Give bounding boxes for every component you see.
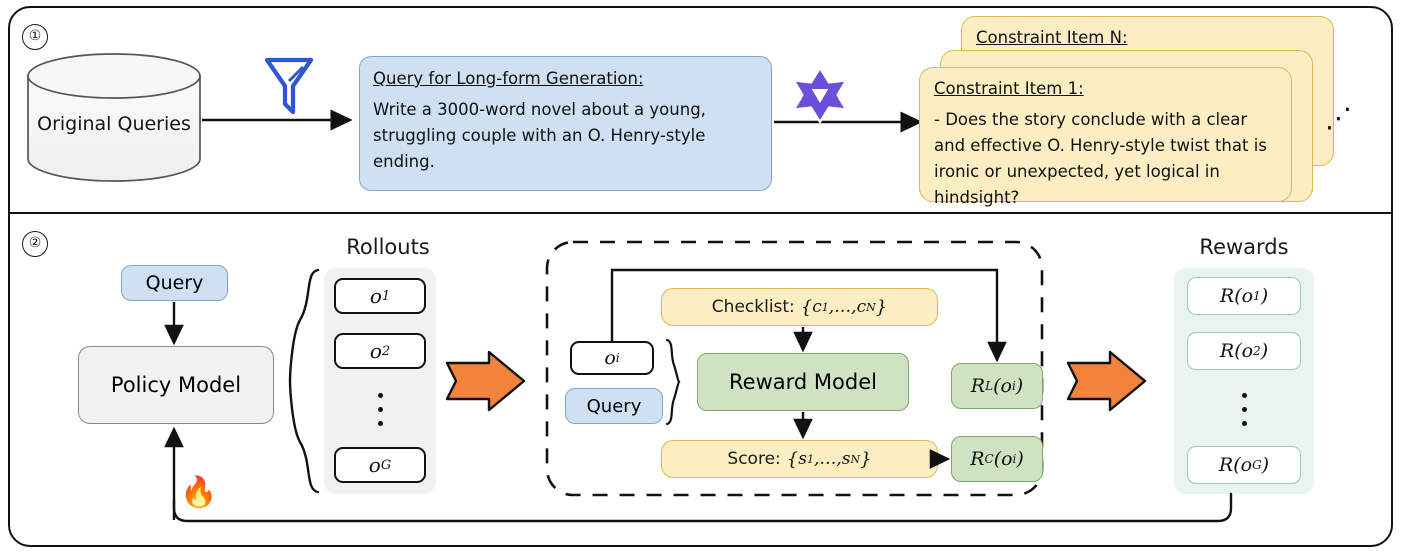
score-last: s: [841, 449, 851, 469]
rewards-title: Rewards: [1199, 235, 1289, 259]
r-l-arg-sub: i: [1011, 379, 1016, 393]
rollouts-title: Rollouts: [346, 235, 430, 259]
score-first: s: [798, 449, 807, 469]
r-l-arg-close: ): [1015, 375, 1024, 397]
score-label: Score:: [727, 449, 781, 469]
checklist-last-sub: N: [866, 300, 876, 314]
reward-item-1-sub: 1: [1253, 289, 1261, 303]
fire-icon: 🔥: [180, 475, 218, 510]
reward-input-output-sub: i: [615, 351, 620, 365]
reward-item-g-sub: G: [1252, 458, 1262, 472]
figure-outer-frame: [8, 6, 1393, 547]
reward-input-query-box: Query: [565, 388, 663, 424]
panel-2-number: ②: [22, 231, 48, 257]
rollout-item-2-base: o: [369, 339, 382, 363]
reward-item-1-base: R: [1219, 285, 1235, 307]
checklist-set-close: }: [875, 296, 888, 318]
database-label: Original Queries: [37, 113, 191, 135]
constraint-stack-ellipsis: ⋰: [1325, 103, 1352, 134]
r-c-arg-sub: i: [1012, 452, 1017, 466]
reward-item-1-close: ): [1260, 285, 1269, 307]
score-first-sub: 1: [806, 452, 814, 466]
rollout-item-1-sub: 1: [381, 288, 391, 304]
reward-item-2-sub: 2: [1253, 344, 1261, 358]
reward-item-1-arg: (o: [1234, 285, 1254, 307]
rollouts-ellipsis: [374, 381, 386, 437]
constraint-card-n-title: Constraint Item N:: [976, 28, 1128, 47]
rollout-item-g-base: o: [368, 453, 381, 477]
constraint-card-1-title: Constraint Item 1:: [934, 79, 1084, 98]
policy-query-box: Query: [121, 265, 228, 301]
rollout-item-2-sub: 2: [381, 343, 391, 359]
constraint-card-1-body: - Does the story conclude with a clear a…: [934, 110, 1267, 207]
r-c-sub: C: [984, 452, 994, 466]
score-last-sub: N: [850, 452, 861, 466]
rollout-item-g-sub: G: [380, 457, 392, 473]
reward-item-2-arg: (o: [1234, 340, 1254, 362]
checklist-dots: ,…,: [828, 297, 857, 317]
constraint-card-1: Constraint Item 1: - Does the story conc…: [919, 67, 1292, 207]
r-l-sub: L: [985, 379, 994, 393]
r-l-arg: (o: [993, 375, 1012, 397]
checklist-last: c: [856, 297, 867, 317]
panel-divider: [10, 212, 1391, 214]
checklist-label: Checklist:: [711, 297, 795, 317]
reward-item-g-base: R: [1218, 454, 1234, 476]
reward-input-output-base: o: [604, 347, 616, 369]
checklist-first: c: [812, 297, 822, 317]
r-l-base: R: [970, 375, 986, 397]
reward-item-g-arg: (o: [1233, 454, 1253, 476]
panel-1-number: ①: [22, 24, 48, 50]
query-card: Query for Long-form Generation: Write a …: [359, 56, 772, 191]
reward-item-2-base: R: [1219, 340, 1235, 362]
policy-model-box: Policy Model: [78, 346, 274, 424]
reward-model-box: Reward Model: [697, 353, 909, 411]
query-card-body: Write a 3000-word novel about a young, s…: [373, 100, 706, 171]
score-set-close: }: [860, 448, 872, 470]
rewards-ellipsis: [1238, 381, 1250, 437]
query-card-title: Query for Long-form Generation:: [373, 69, 644, 88]
r-c-base: R: [970, 448, 985, 470]
reward-item-g-close: ): [1261, 454, 1270, 476]
score-dots: ,…,: [813, 449, 842, 469]
r-c-arg: (o: [993, 448, 1013, 470]
score-set-open: {: [786, 448, 799, 470]
rollout-item-1-base: o: [369, 284, 382, 308]
checklist-first-sub: 1: [821, 300, 829, 314]
reward-item-2-close: ): [1260, 340, 1269, 362]
checklist-set-open: {: [800, 296, 813, 318]
r-c-arg-close: ): [1016, 448, 1024, 470]
